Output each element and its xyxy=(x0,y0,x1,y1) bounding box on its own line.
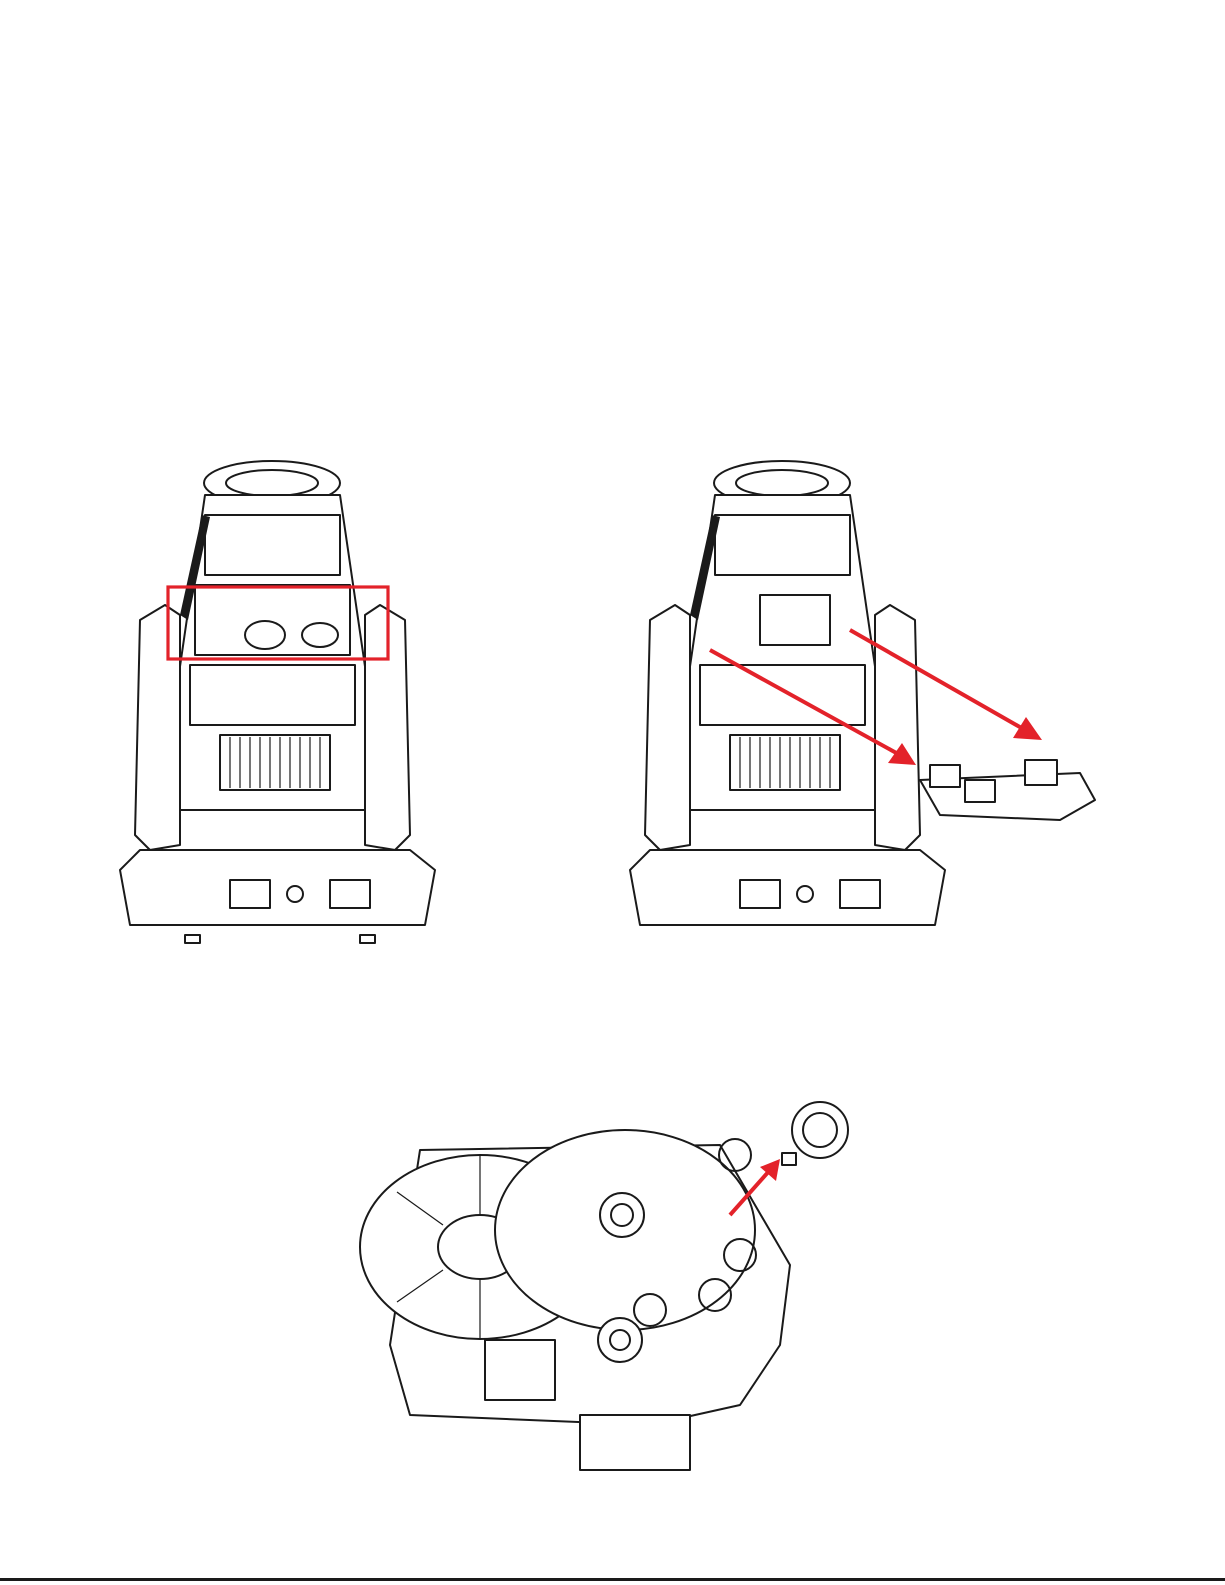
fixture-drawing-left xyxy=(110,455,440,945)
gobo-module-drawing xyxy=(350,1095,870,1490)
removed-module-motor-c xyxy=(1025,760,1057,785)
yoke-arm-right xyxy=(875,605,920,850)
base-foot-right xyxy=(360,935,375,943)
fixture-base xyxy=(120,850,435,925)
footer-rule xyxy=(0,1578,1225,1581)
fixture-drawing-right xyxy=(620,455,1105,945)
removed-gobo-tab xyxy=(782,1153,796,1165)
fixture-figure-right xyxy=(620,455,1105,945)
motor-block xyxy=(485,1340,555,1400)
removal-arrowhead-right xyxy=(1013,717,1042,740)
removed-module-motor-a xyxy=(930,765,960,787)
base-foot-left xyxy=(185,935,200,943)
fixture-base xyxy=(630,850,945,925)
yoke-arm-left xyxy=(135,605,180,850)
gobo-wheel-center xyxy=(600,1193,644,1237)
yoke-arm-left xyxy=(645,605,690,850)
removed-module-motor-b xyxy=(965,780,995,802)
gobo-module-figure xyxy=(350,1095,870,1490)
removed-gobo xyxy=(792,1102,848,1158)
fixture-figure-left xyxy=(110,455,440,945)
module-bracket xyxy=(580,1415,690,1470)
drive-gear xyxy=(598,1318,642,1362)
